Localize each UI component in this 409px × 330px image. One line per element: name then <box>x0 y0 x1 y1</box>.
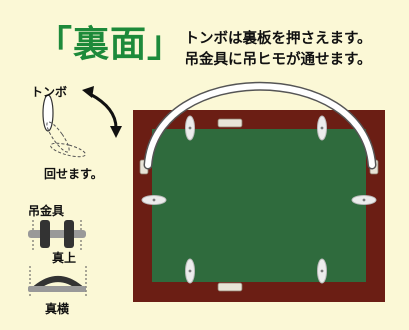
hanger-vertical-left <box>40 220 50 248</box>
rotate-arrowhead-bottom <box>110 126 122 138</box>
label-hanger: 吊金具 <box>28 204 65 218</box>
tonbo-ghost-1 <box>46 121 70 153</box>
rotate-arrowhead-top <box>82 86 94 98</box>
tonbo-solid <box>42 94 54 132</box>
description-line-1: トンボは裏板を押さえます。 <box>184 30 372 47</box>
label-vertical: 真上 <box>52 251 77 265</box>
tonbo-ghost-2 <box>50 142 86 158</box>
hanger-bottom <box>217 282 243 292</box>
description: トンボは裏板を押さえます。 吊金具に吊ヒモが通せます。 <box>152 28 404 70</box>
label-tonbo: トンボ <box>31 85 68 99</box>
hanger-vertical-right <box>64 220 74 248</box>
hanging-string <box>145 83 375 168</box>
back-board <box>152 129 366 282</box>
hanger-vertical-bar <box>28 230 86 238</box>
hanger-horizontal-bar <box>28 286 86 292</box>
hanger-top <box>217 118 243 128</box>
rotate-arrow <box>89 92 118 129</box>
title: 「裏面」 <box>36 23 185 65</box>
description-line-2: 吊金具に吊ヒモが通せます。 <box>184 51 372 68</box>
hanger-horizontal-arch <box>33 276 83 291</box>
label-horizontal: 真横 <box>45 302 70 316</box>
label-rotates: 回せます。 <box>44 167 103 181</box>
